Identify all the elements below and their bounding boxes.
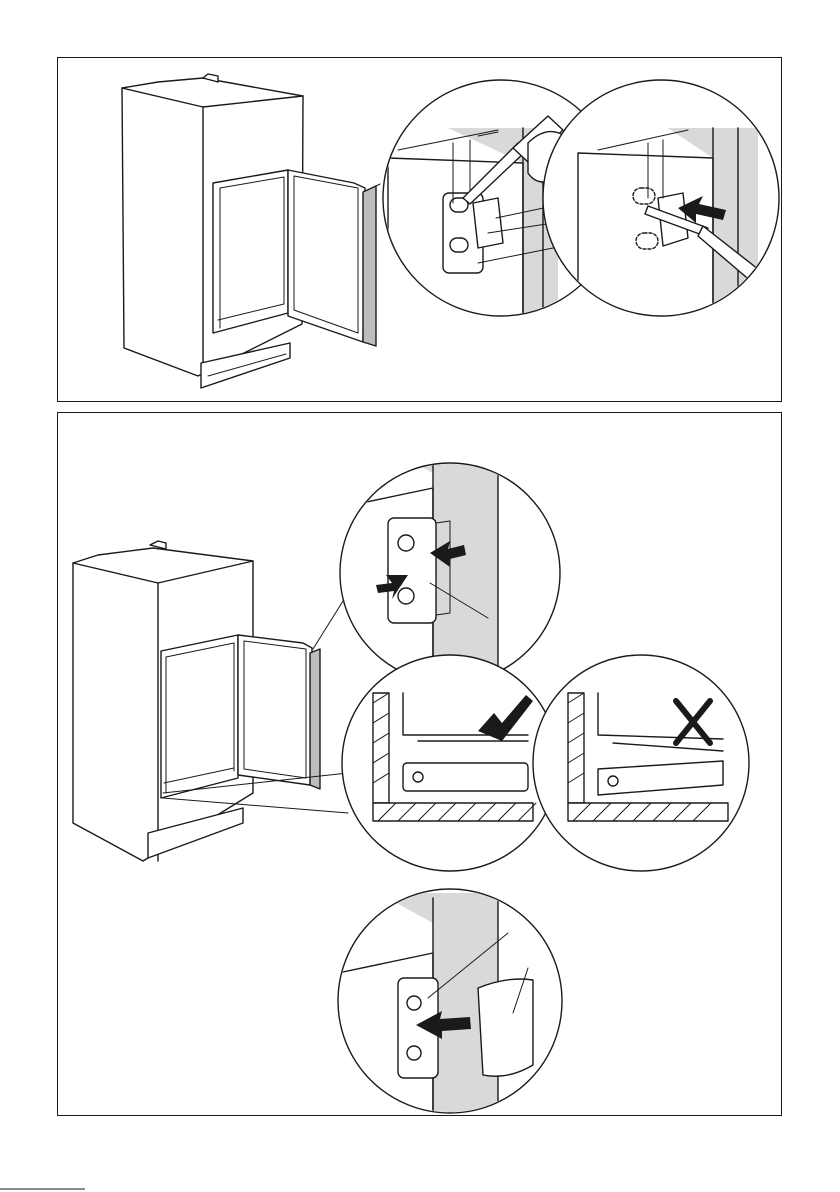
door-alignment-correct: [342, 655, 558, 871]
door-alignment-incorrect: [533, 655, 749, 871]
footer-mark-drawing: [0, 1186, 90, 1192]
cabinet-illustration: [122, 74, 380, 388]
panel-bottom: [57, 412, 782, 1116]
hinge-adjust-detail: [338, 443, 560, 683]
cabinet-illustration-open: [73, 541, 348, 861]
hinge-cover-refit-detail: [338, 889, 562, 1113]
footer-mark: [0, 1186, 90, 1192]
panel-top: [57, 57, 782, 402]
panel-bottom-drawing: [58, 413, 783, 1117]
panel-top-drawing: [58, 58, 783, 403]
hinge-cover-remove-detail: [543, 80, 779, 316]
